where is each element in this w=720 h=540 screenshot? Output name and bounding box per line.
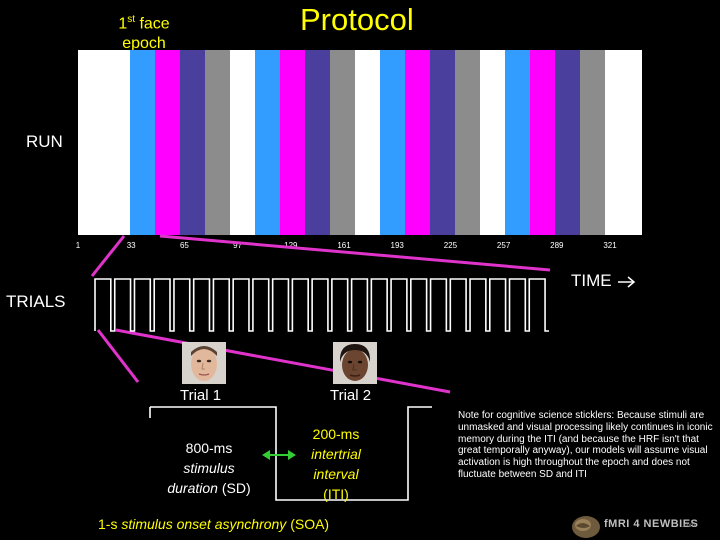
run-axis-tick: 161 [337, 241, 351, 250]
run-axis-tick: 129 [284, 241, 298, 250]
run-label: RUN [26, 132, 63, 151]
run-block-13 [430, 50, 455, 235]
run-axis-tick: 65 [179, 241, 189, 250]
run-axis-tick: 225 [443, 241, 458, 250]
arrow-right-icon [288, 450, 296, 460]
run-block-2 [155, 50, 180, 235]
run-axis-tick: 1 [75, 241, 81, 250]
page-title: Protocol [300, 2, 414, 37]
time-label: TIME [571, 271, 638, 291]
single-trial-waveform [150, 406, 432, 501]
arrow-right-icon [618, 275, 636, 288]
run-block-16 [505, 50, 530, 235]
first-face-epoch-label: 1st face epoch [118, 14, 170, 53]
run-block-8 [305, 50, 330, 235]
connector-line [96, 329, 140, 383]
run-block-18 [555, 50, 580, 235]
soa-label: 1-s stimulus onset asynchrony (SOA) [98, 516, 330, 532]
run-axis-tick: 321 [603, 241, 617, 250]
stimulus-duration-label: 800-ms stimulus duration (SD) [167, 440, 251, 496]
run-block-9 [330, 50, 355, 235]
run-axis-tick: 33 [126, 241, 136, 250]
run-block-14 [455, 50, 480, 235]
connector-line [90, 235, 126, 277]
run-block-17 [530, 50, 555, 235]
connector-line [115, 328, 451, 394]
trial-1-label: Trial 1 [180, 387, 222, 404]
trial-pulse-train [94, 278, 549, 332]
run-block-4 [205, 50, 230, 235]
run-block-7 [280, 50, 305, 235]
intertrial-interval-label: 200-ms intertrial interval (ITI) [311, 426, 361, 502]
connector-line [159, 234, 551, 272]
run-axis: 1 33 65 97 129 161 193 225 257 289 321 [0, 241, 720, 253]
run-block-1 [130, 50, 155, 235]
run-block-3 [180, 50, 205, 235]
run-block-19 [580, 50, 605, 235]
run-block-6 [255, 50, 280, 235]
arrow-left-icon [262, 450, 270, 460]
run-axis-tick: 193 [390, 241, 404, 250]
run-axis-tick: 97 [233, 241, 243, 250]
run-axis-tick: 289 [550, 241, 564, 250]
logo-suffix: .com [682, 523, 696, 529]
logo-text: fMRI 4 NEWBIES [604, 518, 699, 530]
trials-label: TRIALS [6, 292, 66, 311]
female-face-image [333, 342, 377, 384]
trial-2-label: Trial 2 [330, 387, 372, 404]
run-axis-tick: 257 [496, 241, 511, 250]
sticklers-note: Note for cognitive science sticklers: Be… [458, 410, 713, 480]
run-block-chart [78, 50, 642, 235]
run-block-11 [380, 50, 405, 235]
brain-logo-icon [572, 516, 600, 538]
run-block-12 [405, 50, 430, 235]
male-face-image [182, 342, 226, 384]
